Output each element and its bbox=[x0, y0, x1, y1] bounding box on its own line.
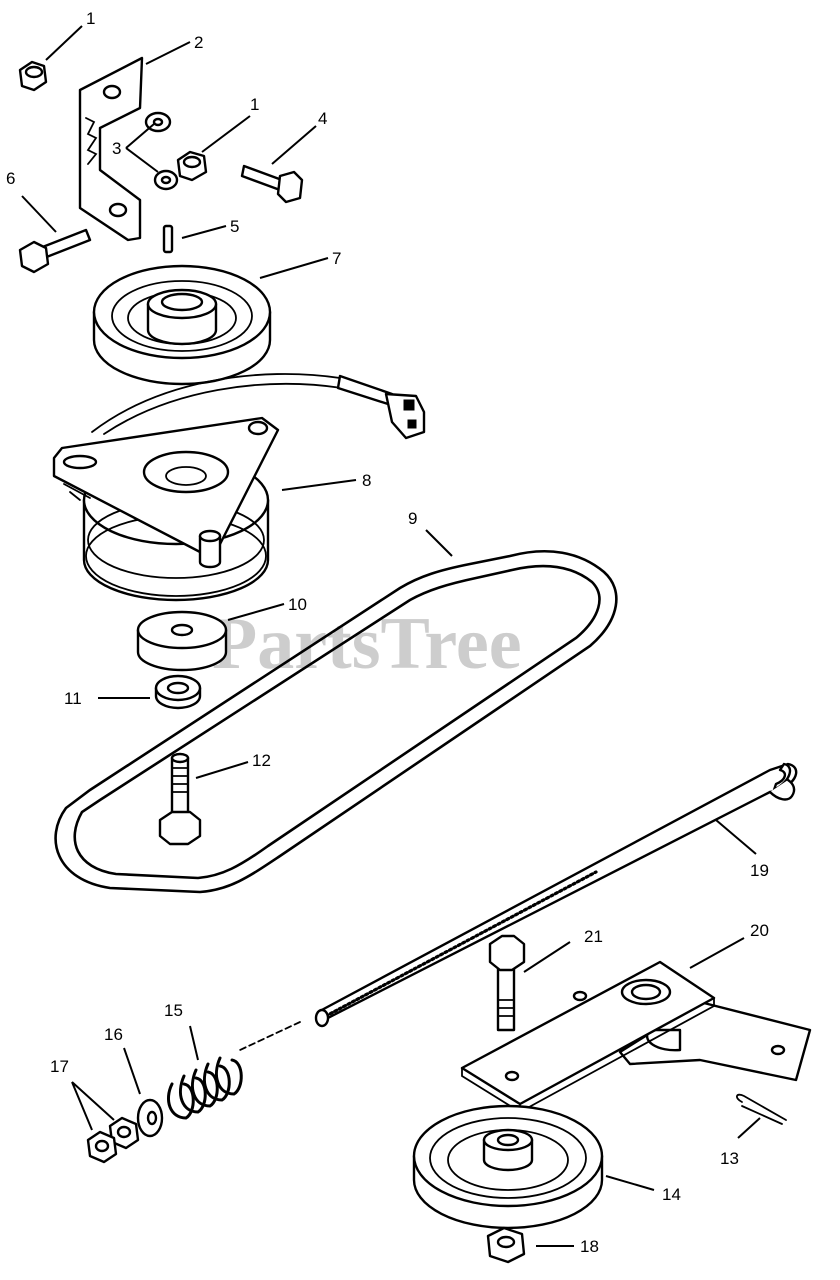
part-6-bolt bbox=[18, 228, 92, 274]
part-14-pulley bbox=[412, 1104, 604, 1230]
part-15-spring bbox=[167, 1056, 243, 1120]
part-18-nut bbox=[486, 1226, 526, 1264]
part-16-washer bbox=[136, 1098, 164, 1138]
callout-20: 20 bbox=[750, 921, 769, 940]
callout-1-top: 1 bbox=[86, 9, 95, 28]
part-11-lock-washer bbox=[154, 674, 202, 710]
part-8-clutch bbox=[52, 416, 280, 602]
leader-lines bbox=[21, 25, 761, 1247]
callout-16: 16 bbox=[104, 1025, 123, 1044]
part-3-washers bbox=[144, 111, 179, 191]
callout-5: 5 bbox=[230, 217, 239, 236]
callout-13: 13 bbox=[720, 1149, 739, 1168]
callout-labels: 1 2 1 3 4 5 6 7 8 9 10 11 12 19 21 20 15… bbox=[6, 9, 769, 1256]
part-7-pulley bbox=[92, 264, 272, 386]
callout-18: 18 bbox=[580, 1237, 599, 1256]
part-20-idler-arm bbox=[460, 960, 812, 1114]
callout-4: 4 bbox=[318, 109, 327, 128]
part-19-rod bbox=[239, 762, 798, 1051]
callout-21: 21 bbox=[584, 927, 603, 946]
part-1-nut-middle bbox=[176, 150, 208, 182]
callout-14: 14 bbox=[662, 1185, 681, 1204]
part-1-nut-top bbox=[18, 60, 48, 92]
part-17-nuts bbox=[86, 1116, 140, 1164]
part-5-key bbox=[162, 224, 174, 254]
callout-17: 17 bbox=[50, 1057, 69, 1076]
part-2-bracket bbox=[78, 56, 144, 242]
part-12-bolt bbox=[158, 752, 202, 846]
callout-15: 15 bbox=[164, 1001, 183, 1020]
part-4-bolt bbox=[240, 164, 304, 204]
part-13-cotter-pin bbox=[736, 1093, 787, 1125]
callout-19: 19 bbox=[750, 861, 769, 880]
callout-3: 3 bbox=[112, 139, 121, 158]
callout-9: 9 bbox=[408, 509, 417, 528]
callout-2: 2 bbox=[194, 33, 203, 52]
callout-1-middle: 1 bbox=[250, 95, 259, 114]
callout-8: 8 bbox=[362, 471, 371, 490]
callout-10: 10 bbox=[288, 595, 307, 614]
callout-7: 7 bbox=[332, 249, 341, 268]
callout-12: 12 bbox=[252, 751, 271, 770]
part-21-bolt bbox=[488, 934, 526, 1032]
part-10-spacer bbox=[136, 610, 228, 672]
watermark-logo: PartsTree bbox=[212, 603, 522, 685]
callout-6: 6 bbox=[6, 169, 15, 188]
part-9-belt bbox=[54, 550, 618, 894]
clutch-wire bbox=[91, 373, 426, 440]
callout-11: 11 bbox=[64, 689, 82, 708]
